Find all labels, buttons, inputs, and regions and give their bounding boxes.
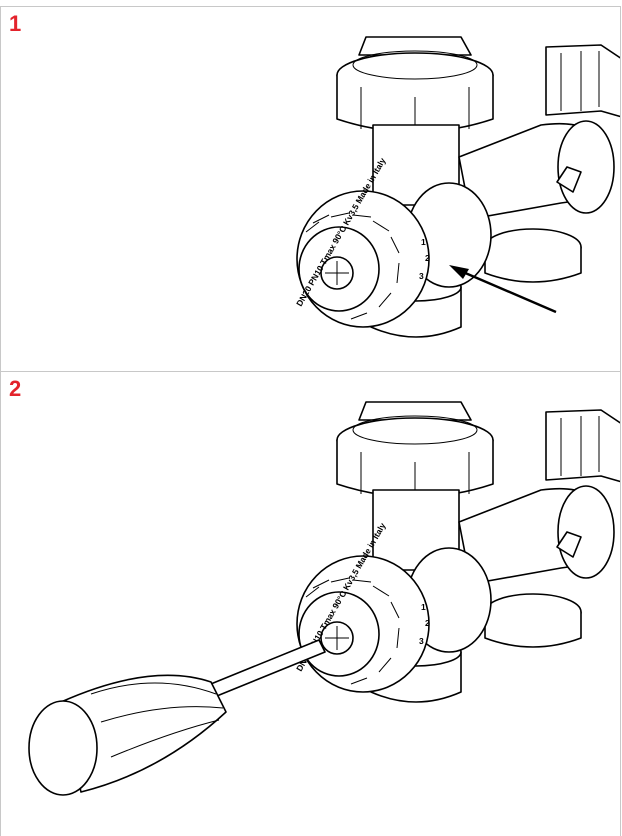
dial-scale-mark-2: 2: [425, 618, 430, 628]
pointer-arrow: [449, 265, 557, 314]
step-number-1: 1: [9, 11, 22, 36]
top-union-nut: [336, 401, 494, 502]
top-union-nut: [336, 36, 494, 137]
valve-body: [370, 120, 615, 338]
valve-illustration-1: DN20 PN10 Tmax 90°C Kv3,5 Made in Italy …: [294, 36, 620, 338]
dial-scale-mark-1: 1: [421, 237, 426, 247]
screwdriver-shaft: [200, 639, 326, 701]
dial-scale-mark-3: 3: [419, 636, 424, 646]
screwdriver: [28, 639, 326, 796]
preset-dial: DN20 PN10 Tmax 90°C Kv3,5 Made in Italy …: [294, 156, 492, 328]
step-panel-1: 1: [0, 6, 621, 372]
step-number-2: 2: [9, 376, 22, 401]
dial-scale-mark-2: 2: [425, 253, 430, 263]
valve-illustration-2: DN20 PN10 Tmax 90°C Kv3,5 Made in Italy …: [28, 401, 620, 796]
valve-body: [370, 485, 615, 703]
screwdriver-handle: [60, 674, 227, 793]
dial-scale-mark-3: 3: [419, 271, 424, 281]
step-panel-2: 2: [0, 371, 621, 836]
screwdriver-handle-end: [28, 700, 98, 796]
radiator-bracket: [545, 44, 620, 118]
dial-scale-mark-1: 1: [421, 602, 426, 612]
radiator-bracket: [545, 409, 620, 483]
